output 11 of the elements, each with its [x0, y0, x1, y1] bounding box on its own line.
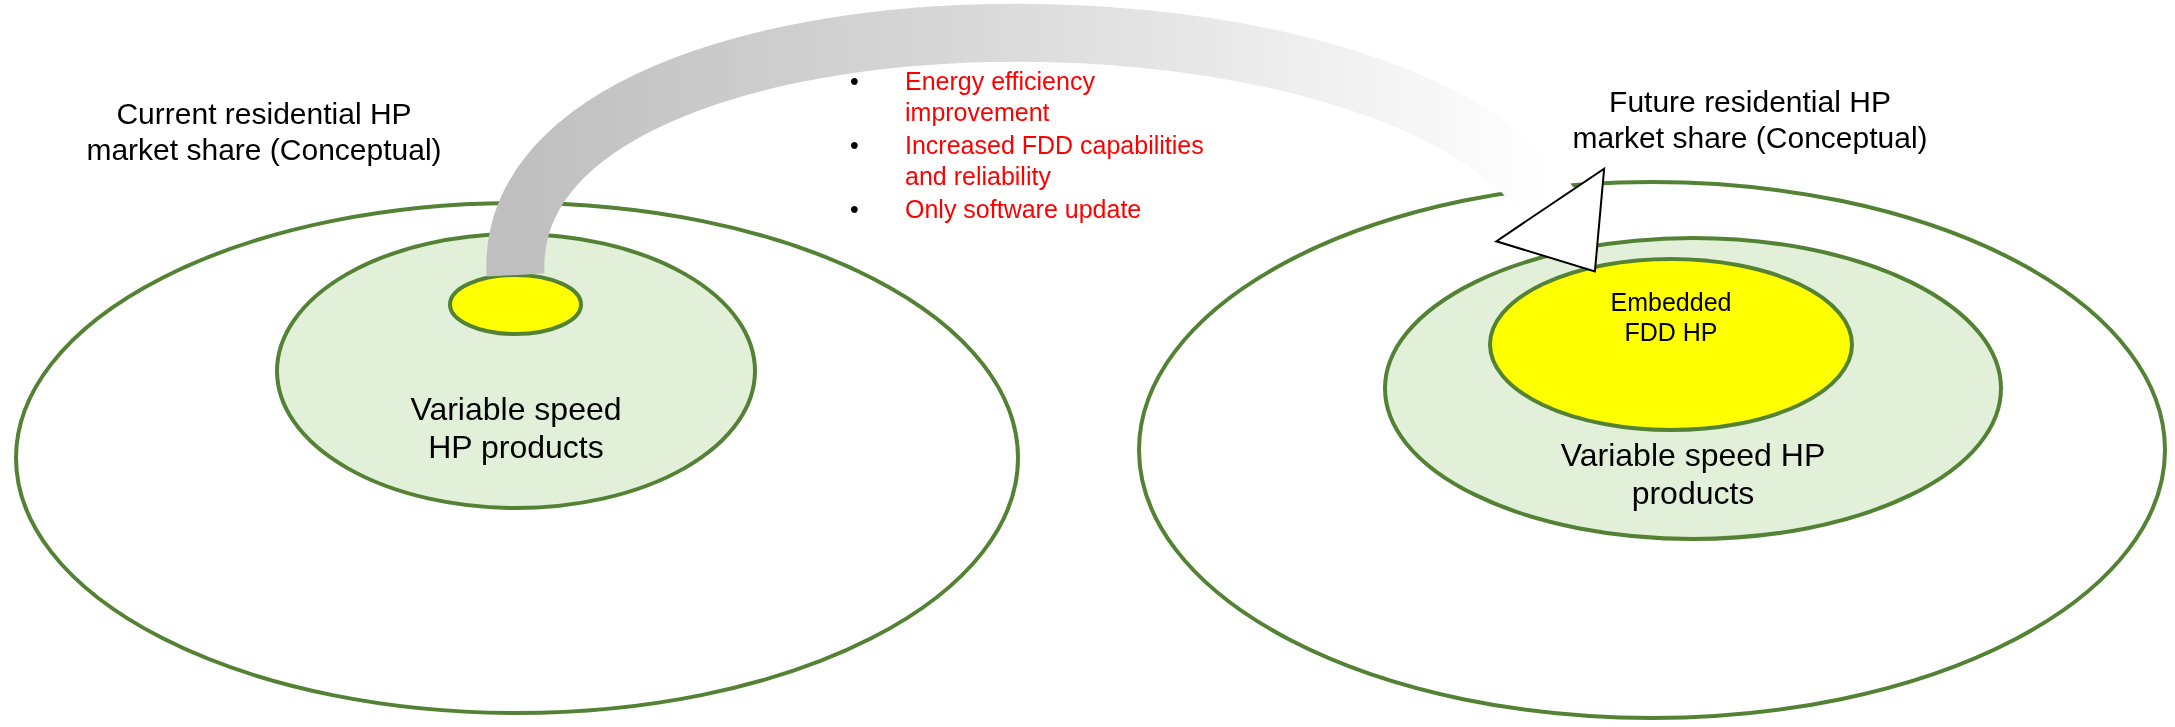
heading-text: Current residential HP market share (Conceptual) — [85, 96, 443, 168]
bullet-mark: • — [850, 66, 859, 97]
bullet-text: Only software update — [905, 194, 1143, 225]
bullet-text: Increased FDD capabilities and reliability — [905, 130, 1205, 193]
ellipse-label: Variable speed HP products — [1559, 436, 1827, 513]
ellipse-label: Variable speed HP products — [409, 390, 623, 467]
bullet-mark: • — [850, 194, 859, 225]
bullet-text: Energy efficiency improvement — [905, 66, 1096, 129]
ellipse-label: Embedded FDD HP — [1609, 287, 1733, 347]
heading-text: Future residential HP market share (Conceptual) — [1571, 84, 1929, 156]
bullet-mark: • — [850, 130, 859, 161]
